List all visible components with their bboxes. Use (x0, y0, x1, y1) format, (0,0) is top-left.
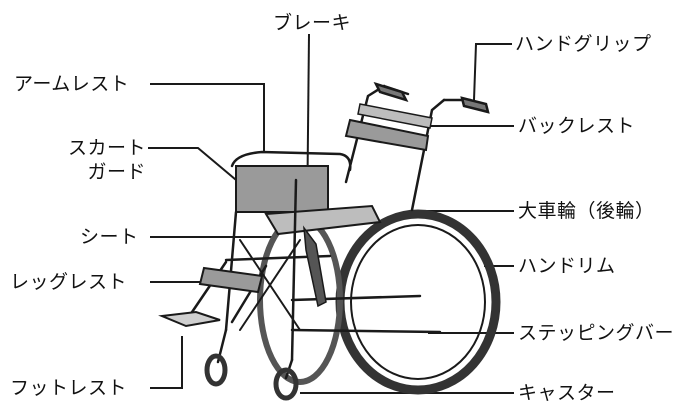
hand-grip (460, 96, 490, 114)
label-armrest: アームレスト (14, 73, 130, 95)
leader-skirt-guard (148, 147, 249, 191)
wheelchair-illustration (158, 81, 501, 401)
foot-rest-plate (158, 310, 221, 328)
label-stepping-bar: ステッピングバー (518, 322, 675, 344)
label-seat: シート (80, 226, 139, 248)
label-rear-wheel: 大車輪（後輪） (518, 200, 655, 222)
leader-armrest (150, 83, 265, 152)
leg-rest-pad (198, 266, 264, 294)
leader-hand-grip (473, 43, 512, 101)
cross-brace (239, 239, 301, 331)
label-brake: ブレーキ (273, 12, 352, 34)
label-hand-rim: ハンドリム (518, 255, 616, 277)
label-backrest: バックレスト (518, 115, 636, 137)
label-skirt-guard-line2: ガード (87, 161, 146, 183)
hand-grip-left (373, 81, 409, 103)
armrest-frame (230, 150, 352, 172)
hand-rim (350, 224, 486, 380)
label-hand-grip: ハンドグリップ (515, 33, 652, 55)
backrest-cushion (344, 118, 430, 152)
leader-lines (148, 33, 514, 394)
label-foot-rest: フットレスト (10, 377, 128, 399)
caster-wheel-front (273, 367, 299, 401)
stepping-bar (290, 328, 442, 334)
rear-wheel-tire (335, 209, 501, 395)
back-frame-right (410, 98, 446, 212)
caster-wheel-rear (204, 353, 228, 387)
backrest-cushion-upper (357, 103, 433, 129)
label-caster: キャスター (518, 382, 616, 404)
label-leg-rest: レッグレスト (10, 271, 128, 293)
label-skirt-guard-line1: スカート (67, 137, 146, 159)
skirt-guard-panel (235, 165, 329, 213)
brake-lever (303, 225, 327, 308)
leader-foot-rest (150, 336, 183, 389)
